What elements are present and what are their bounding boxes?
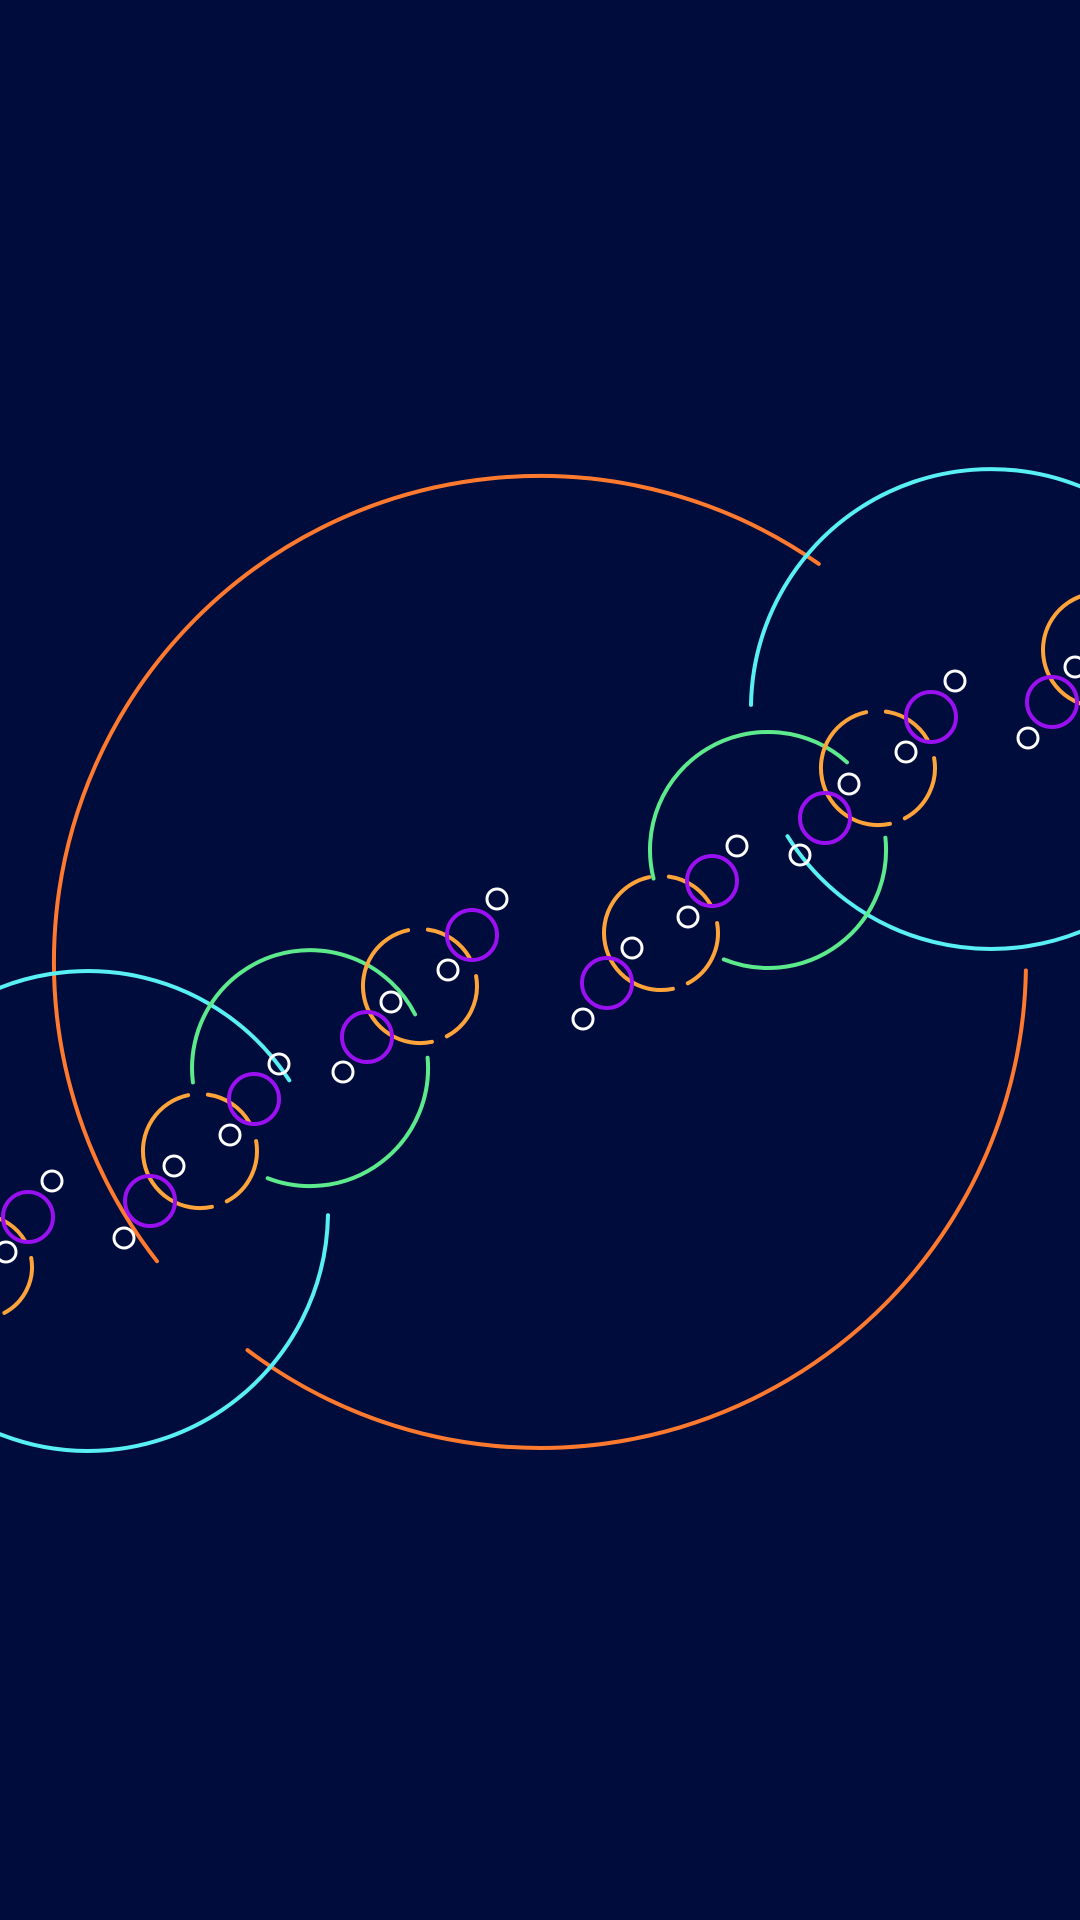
mid-ring-arc — [190, 948, 418, 1085]
dot-ring — [1063, 655, 1080, 679]
small-ring — [445, 908, 499, 962]
dot-ring — [485, 887, 509, 911]
mid-ring-arc — [721, 835, 888, 971]
inner-ring-arc — [0, 1216, 27, 1243]
dot-ring — [40, 1169, 64, 1193]
dot-ring — [620, 936, 644, 960]
small-ring — [340, 1010, 394, 1064]
dot-ring — [788, 843, 812, 867]
inner-ring-arc — [666, 874, 713, 907]
dot-ring — [218, 1123, 242, 1147]
outer-ring-arc — [0, 969, 292, 1083]
inner-ring-arc — [224, 1139, 259, 1204]
dot-ring — [331, 1060, 355, 1084]
dot-ring — [0, 1240, 18, 1264]
small-ring — [580, 956, 634, 1010]
outer-ring-arc — [0, 1213, 330, 1453]
dot-ring — [379, 990, 403, 1014]
small-ring — [904, 690, 958, 744]
dot-ring — [162, 1154, 186, 1178]
dot-ring — [894, 740, 918, 764]
inner-ring-arc — [819, 710, 892, 828]
outer-ring-arc — [785, 834, 1080, 951]
large-ring-arc — [51, 473, 821, 1264]
inner-ring-arc — [141, 1093, 214, 1211]
dot-ring — [267, 1052, 291, 1076]
dot-ring — [1016, 726, 1040, 750]
outer-ring-arc — [749, 467, 1080, 707]
dot-ring — [436, 958, 460, 982]
inner-ring-arc — [685, 921, 720, 986]
small-ring — [798, 791, 852, 845]
inner-ring-arc — [902, 756, 937, 821]
inner-ring-arc — [2, 1256, 34, 1315]
inner-ring-arc — [602, 875, 675, 993]
inner-ring-arc — [883, 709, 930, 742]
small-ring — [1025, 675, 1079, 729]
inner-ring-arc — [1041, 594, 1080, 706]
dot-ring — [725, 834, 749, 858]
inner-ring-arc — [205, 1092, 252, 1125]
small-ring — [685, 854, 739, 908]
inner-ring-arc — [425, 927, 472, 960]
small-ring — [227, 1072, 281, 1126]
dot-ring — [571, 1007, 595, 1031]
mid-ring-arc — [648, 729, 849, 881]
inner-ring-arc — [361, 928, 434, 1046]
dot-ring — [943, 669, 967, 693]
small-ring — [1, 1190, 55, 1244]
dot-ring — [112, 1226, 136, 1250]
mid-ring-arc — [265, 1055, 431, 1189]
large-ring-arc — [245, 968, 1028, 1450]
small-ring — [123, 1174, 177, 1228]
dot-ring — [837, 772, 861, 796]
inner-ring-arc — [444, 974, 479, 1039]
dot-ring — [676, 905, 700, 929]
